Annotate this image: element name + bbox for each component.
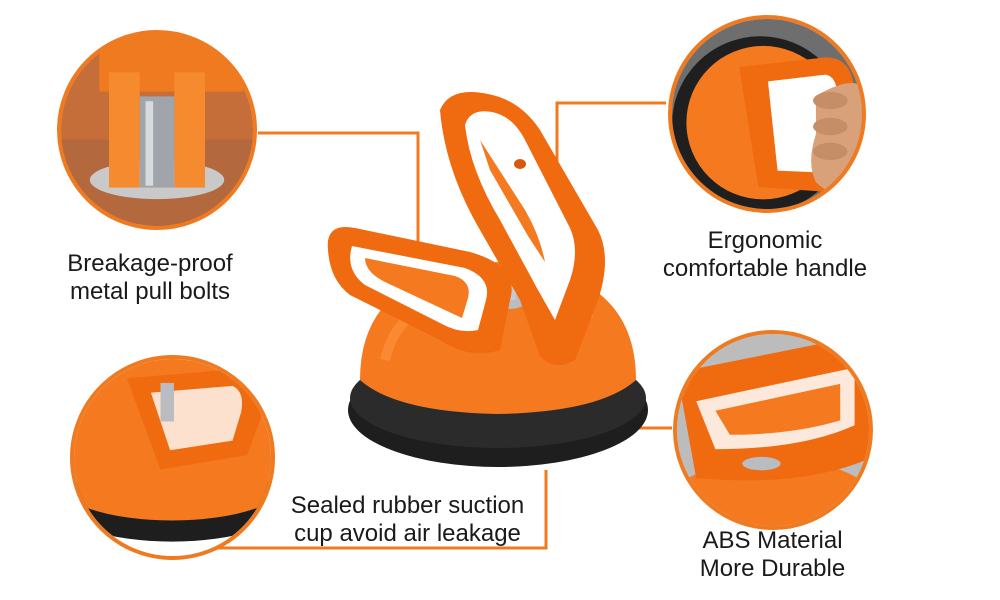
detail-circle-abs-material: [673, 330, 873, 530]
callout-line: comfortable handle: [662, 255, 868, 282]
connector-top-left: [258, 131, 420, 275]
detail-circle-ergonomic-handle: [668, 15, 866, 213]
connector-top-right: [555, 101, 666, 175]
detail-circle-rubber-seal: [70, 355, 275, 560]
callout-label-abs-material: ABS Material More Durable: [680, 527, 865, 583]
callout-line: metal pull bolts: [69, 278, 231, 305]
callout-line: ABS Material: [702, 527, 843, 554]
callout-line: More Durable: [699, 555, 846, 582]
detail-circle-metal-bolts: [57, 30, 257, 230]
connector-bottom-left: [200, 470, 548, 550]
callout-line: cup avoid air leakage: [294, 520, 521, 547]
callout-label-metal-bolts: Breakage-proof metal pull bolts: [45, 250, 255, 306]
callout-line: Breakage-proof: [67, 250, 233, 277]
callout-line: Ergonomic: [707, 227, 823, 254]
callout-label-rubber-seal: Sealed rubber suction cup avoid air leak…: [275, 492, 540, 548]
callout-line: Sealed rubber suction: [290, 492, 525, 519]
callout-label-ergonomic-handle: Ergonomic comfortable handle: [640, 227, 890, 283]
